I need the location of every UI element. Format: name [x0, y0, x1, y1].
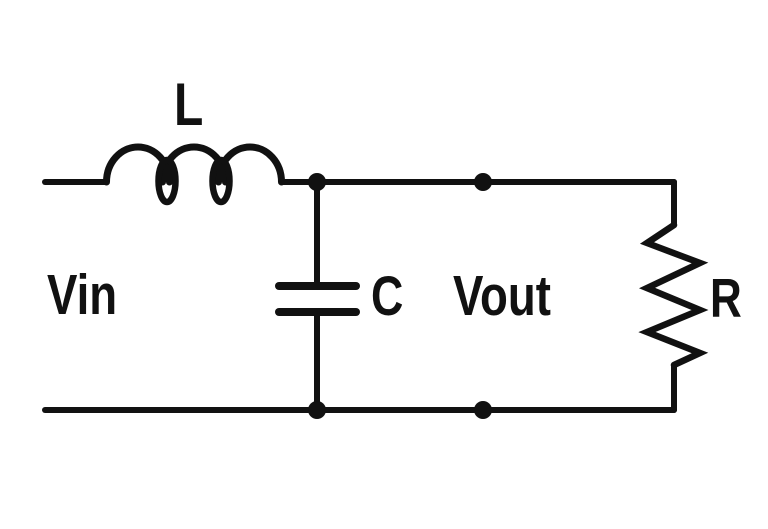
junction-dot-bottom-capacitor: [308, 401, 326, 419]
inductor-coil-icon: [103, 143, 285, 186]
resistor-zigzag-icon: [638, 221, 709, 369]
junction-dot-top-capacitor: [308, 173, 326, 191]
inductor-label: L: [174, 71, 204, 138]
resistor-label: R: [710, 267, 742, 329]
junction-dot-bottom-output: [474, 401, 492, 419]
input-voltage-label: Vin: [47, 263, 118, 327]
junction-dot-top-output: [474, 173, 492, 191]
output-voltage-label: Vout: [453, 264, 551, 328]
capacitor-label: C: [371, 264, 404, 327]
inductor-loop-icon: [155, 156, 179, 206]
inductor-loop-icon: [209, 156, 233, 206]
